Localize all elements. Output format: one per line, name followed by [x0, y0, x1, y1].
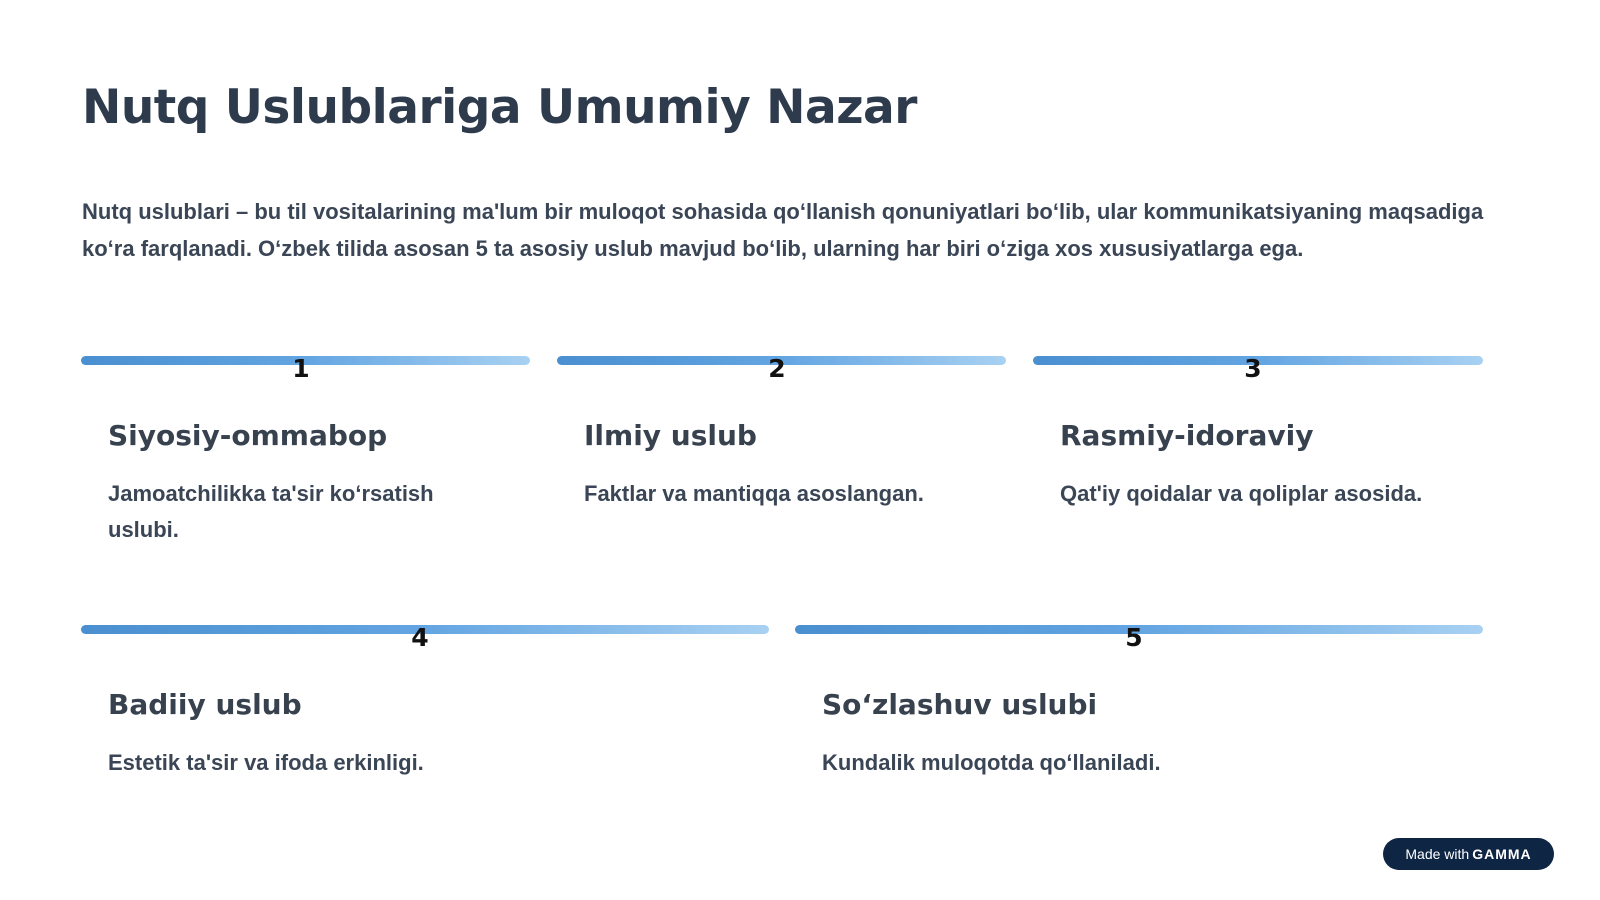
card-description: Jamoatchilikka ta'sir ko‘rsatish uslubi.: [108, 481, 434, 542]
badge-prefix: Made with: [1405, 846, 1470, 862]
card-number: 3: [1244, 354, 1262, 383]
card-number: 5: [1125, 623, 1143, 652]
style-card-2: 2 Ilmiy uslub Faktlar va mantiqqa asosla…: [557, 354, 1006, 556]
card-number: 1: [292, 354, 310, 383]
card-number: 2: [768, 354, 786, 383]
style-card-5: 5 So‘zlashuv uslubi Kundalik muloqotda q…: [795, 623, 1483, 795]
card-title: Badiiy uslub: [108, 688, 302, 721]
card-title: So‘zlashuv uslubi: [822, 688, 1098, 721]
card-accent-bar: [81, 625, 769, 634]
card-description: Faktlar va mantiqqa asoslangan.: [584, 481, 924, 506]
card-accent-bar: [1033, 356, 1483, 365]
card-number: 4: [411, 623, 429, 652]
card-title: Ilmiy uslub: [584, 419, 757, 452]
style-card-4: 4 Badiiy uslub Estetik ta'sir va ifoda e…: [81, 623, 769, 795]
card-title: Rasmiy-idoraviy: [1060, 419, 1314, 452]
card-description: Qat'iy qoidalar va qoliplar asosida.: [1060, 481, 1423, 506]
style-card-3: 3 Rasmiy-idoraviy Qat'iy qoidalar va qol…: [1033, 354, 1483, 556]
intro-paragraph: Nutq uslublari – bu til vositalarining m…: [82, 199, 1484, 261]
card-accent-bar: [557, 356, 1006, 365]
gamma-logo: GAMMA: [1472, 846, 1532, 862]
slide-title: Nutq Uslublariga Umumiy Nazar: [82, 80, 917, 135]
card-accent-bar: [81, 356, 530, 365]
card-description: Estetik ta'sir va ifoda erkinligi.: [108, 750, 424, 775]
card-accent-bar: [795, 625, 1483, 634]
card-title: Siyosiy-ommabop: [108, 419, 388, 452]
style-card-1: 1 Siyosiy-ommabop Jamoatchilikka ta'sir …: [81, 354, 530, 556]
card-description: Kundalik muloqotda qo‘llaniladi.: [822, 750, 1161, 775]
